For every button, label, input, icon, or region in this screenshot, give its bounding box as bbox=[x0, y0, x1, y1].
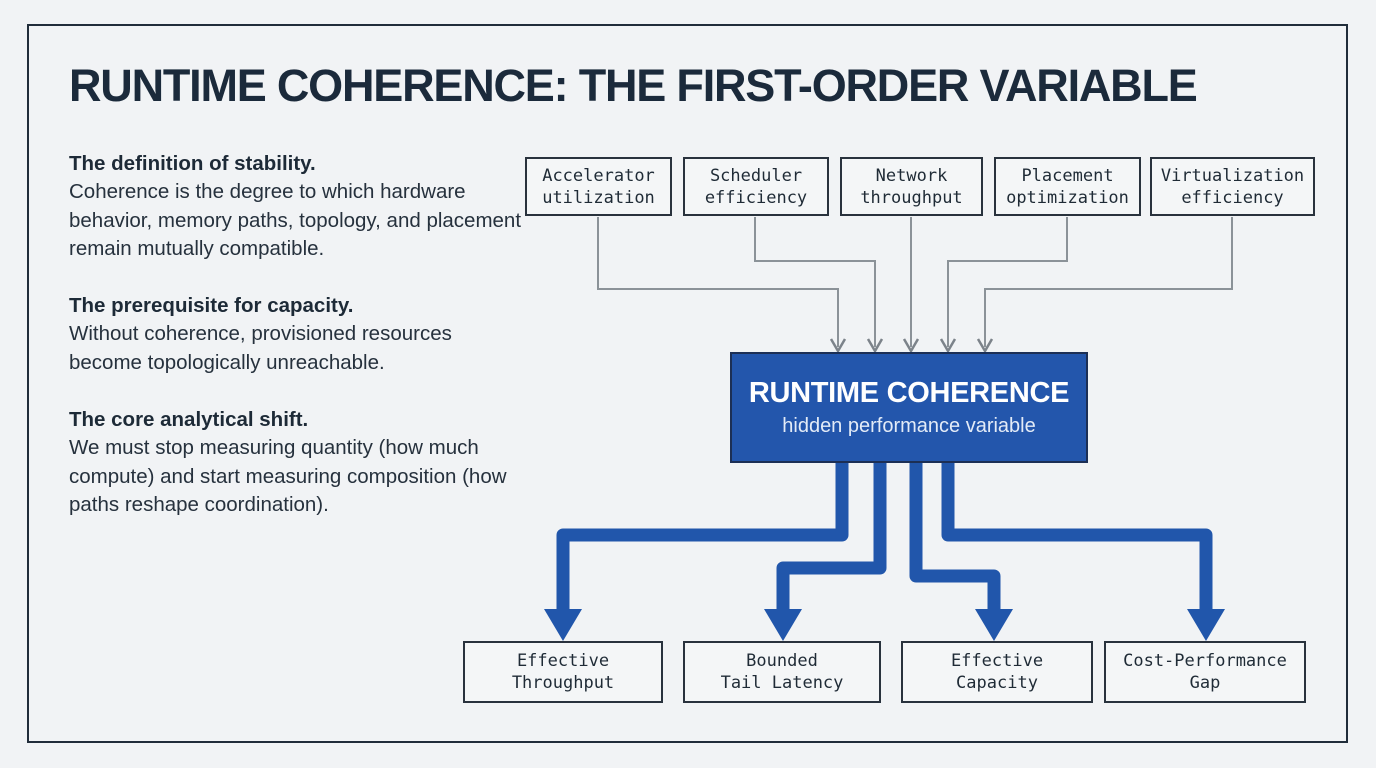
node-label-line: Cost-Performance bbox=[1123, 651, 1287, 671]
paragraph-heading: The core analytical shift. bbox=[69, 408, 309, 432]
center-node-subtitle: hidden performance variable bbox=[782, 415, 1036, 437]
node-label-line: throughput bbox=[860, 187, 963, 208]
output-node-cost-performance-gap: Cost-Performance Gap bbox=[1104, 641, 1306, 703]
input-node-placement-optimization: Placement optimization bbox=[994, 157, 1141, 216]
output-node-effective-throughput: Effective Throughput bbox=[463, 641, 663, 703]
input-arrowheads bbox=[829, 338, 994, 354]
node-label-line: Effective bbox=[516, 651, 610, 671]
center-node-title: RUNTIME COHERENCE bbox=[748, 377, 1070, 409]
paragraph-shift: The core analytical shift. We must stop … bbox=[69, 406, 524, 519]
node-label-line: optimization bbox=[1006, 187, 1129, 208]
node-label-line: Tail Latency bbox=[720, 673, 844, 693]
node-label-line: Throughput bbox=[511, 673, 615, 693]
left-text-column: The definition of stability. Coherence i… bbox=[69, 150, 524, 548]
node-label-line: efficiency bbox=[704, 187, 808, 208]
node-label-line: Effective bbox=[950, 651, 1044, 671]
node-label-line: Gap bbox=[1189, 673, 1221, 693]
output-node-effective-capacity: Effective Capacity bbox=[901, 641, 1093, 703]
center-node-runtime-coherence: RUNTIME COHERENCE hidden performance var… bbox=[730, 352, 1088, 463]
paragraph-body: We must stop measuring quantity (how muc… bbox=[69, 436, 507, 516]
node-label-line: utilization bbox=[542, 187, 655, 208]
node-label-line: Network bbox=[875, 165, 948, 186]
node-label-line: Placement bbox=[1021, 165, 1114, 186]
input-node-scheduler-efficiency: Scheduler efficiency bbox=[683, 157, 829, 216]
node-label-line: Capacity bbox=[956, 673, 1038, 693]
output-node-bounded-tail-latency: Bounded Tail Latency bbox=[683, 641, 881, 703]
page-title: RUNTIME COHERENCE: THE FIRST-ORDER VARIA… bbox=[69, 60, 1198, 111]
node-label-line: Virtualization bbox=[1160, 165, 1305, 186]
node-label-line: Accelerator bbox=[542, 165, 655, 186]
paragraph-heading: The prerequisite for capacity. bbox=[69, 294, 354, 318]
input-node-accelerator-utilization: Accelerator utilization bbox=[525, 157, 672, 216]
output-arrowheads bbox=[544, 609, 1225, 641]
paragraph-heading: The definition of stability. bbox=[69, 152, 316, 175]
node-label-line: efficiency bbox=[1181, 187, 1284, 208]
input-node-virtualization-efficiency: Virtualization efficiency bbox=[1150, 157, 1315, 216]
paragraph-body: Coherence is the degree to which hardwar… bbox=[69, 180, 522, 260]
paragraph-prerequisite: The prerequisite for capacity. Without c… bbox=[69, 292, 524, 377]
input-node-network-throughput: Network throughput bbox=[840, 157, 983, 216]
paragraph-definition: The definition of stability. Coherence i… bbox=[69, 150, 524, 263]
input-connectors bbox=[597, 217, 1233, 347]
node-label-line: Scheduler bbox=[709, 165, 803, 186]
paragraph-body: Without coherence, provisioned resources… bbox=[69, 322, 452, 374]
node-label-line: Bounded bbox=[746, 651, 818, 671]
output-flows bbox=[556, 461, 1213, 612]
